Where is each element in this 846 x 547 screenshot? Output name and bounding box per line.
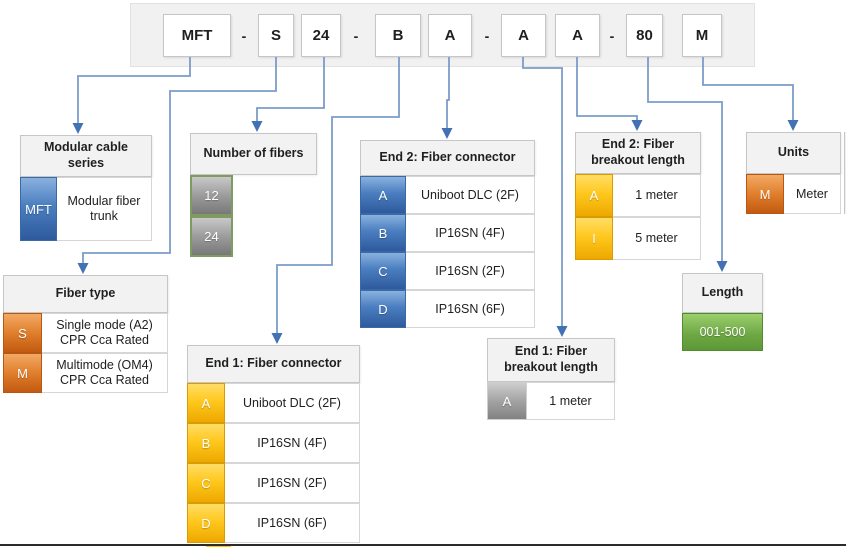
code-cell: D (187, 503, 225, 543)
value-cell: 5 meter (613, 217, 701, 260)
arrowhead (271, 333, 283, 344)
table-row: A Uniboot DLC (2F) (187, 383, 360, 423)
code-cell: C (187, 463, 225, 503)
value-cell: IP16SN (2F) (225, 463, 360, 503)
table-row: M Meter (746, 174, 841, 214)
decoder-box-units: Units M Meter (746, 132, 841, 214)
part-segment-end1-breakout: A (501, 14, 546, 57)
code-cell: B (187, 423, 225, 463)
box-header: Fiber type (3, 275, 168, 313)
part-segment-fiber-type: S (258, 14, 294, 57)
value-cell: Uniboot DLC (2F) (225, 383, 360, 423)
code-cell: A (187, 383, 225, 423)
code-cell: MFT (20, 177, 57, 241)
code-cell: 001-500 (682, 313, 763, 351)
arrowhead (72, 123, 84, 134)
code-cell: 24 (190, 216, 233, 257)
part-segment-end1-connector: B (375, 14, 421, 57)
arrowhead (631, 120, 643, 131)
value-cell: IP16SN (4F) (225, 423, 360, 463)
code-cell: A (487, 382, 527, 420)
table-row: D IP16SN (6F) (360, 290, 535, 328)
arrowhead (787, 120, 799, 131)
code-cell: M (746, 174, 784, 214)
arrowhead (556, 326, 568, 337)
decoder-box-end1-breakout: End 1: Fiber breakout length A 1 meter (487, 338, 615, 420)
arrowhead (251, 121, 263, 132)
table-row: B IP16SN (4F) (187, 423, 360, 463)
code-cell: S (3, 313, 42, 353)
code-cell: I (575, 217, 613, 260)
decoder-box-end2-breakout: End 2: Fiber breakout length A 1 meter I… (575, 132, 701, 260)
value-cell: 1 meter (527, 382, 615, 420)
box-header: Length (682, 273, 763, 313)
arrowhead (716, 261, 728, 272)
table-row: D IP16SN (6F) (187, 503, 360, 543)
cropped-box-edge (844, 132, 846, 214)
part-segment-end2-breakout: A (555, 14, 600, 57)
box-header: End 2: Fiber breakout length (575, 132, 701, 174)
table-row: A 1 meter (487, 382, 615, 420)
part-segment-series: MFT (163, 14, 231, 57)
box-header: End 1: Fiber connector (187, 345, 360, 383)
decoder-box-end1-connector: End 1: Fiber connector A Uniboot DLC (2F… (187, 345, 360, 543)
table-row: M Multimode (OM4) CPR Cca Rated (3, 353, 168, 393)
part-segment-units: M (682, 14, 722, 57)
box-header: Units (746, 132, 841, 174)
value-cell: IP16SN (4F) (406, 214, 535, 252)
table-row: C IP16SN (2F) (187, 463, 360, 503)
code-cell: 12 (190, 175, 233, 216)
box-header: Number of fibers (190, 133, 317, 175)
part-segment-fiber-count: 24 (301, 14, 341, 57)
box-header: End 2: Fiber connector (360, 140, 535, 176)
arrow-a-to-end2-connector (446, 57, 450, 129)
table-row: 001-500 (682, 313, 763, 351)
segment-separator: - (609, 27, 615, 44)
decoder-box-fiber-type: Fiber type S Single mode (A2) CPR Cca Ra… (3, 275, 168, 393)
decoder-box-series: Modular cable series MFT Modular fiber t… (20, 135, 152, 241)
decoder-box-end2-connector: End 2: Fiber connector A Uniboot DLC (2F… (360, 140, 535, 328)
code-cell: D (360, 290, 406, 328)
box-header: Modular cable series (20, 135, 152, 177)
decoder-box-fiber-count: Number of fibers 12 24 (190, 133, 317, 257)
table-row: A 1 meter (575, 174, 701, 217)
value-cell: IP16SN (6F) (406, 290, 535, 328)
table-row: I 5 meter (575, 217, 701, 260)
value-cell: IP16SN (6F) (225, 503, 360, 543)
value-cell: Uniboot DLC (2F) (406, 176, 535, 214)
segment-separator: - (484, 27, 490, 44)
bottom-divider (0, 544, 846, 546)
table-row: 24 (190, 216, 317, 257)
code-cell: A (575, 174, 613, 217)
table-row: MFT Modular fiber trunk (20, 177, 152, 241)
table-row: S Single mode (A2) CPR Cca Rated (3, 313, 168, 353)
code-cell: B (360, 214, 406, 252)
value-cell: IP16SN (2F) (406, 252, 535, 290)
box-header: End 1: Fiber breakout length (487, 338, 615, 382)
arrowhead (441, 128, 453, 139)
arrow-mft-to-series (77, 57, 191, 124)
code-cell: M (3, 353, 42, 393)
table-row: 12 (190, 175, 317, 216)
decoder-box-length: Length 001-500 (682, 273, 763, 351)
table-row: C IP16SN (2F) (360, 252, 535, 290)
table-row: A Uniboot DLC (2F) (360, 176, 535, 214)
table-row: B IP16SN (4F) (360, 214, 535, 252)
value-cell: 1 meter (613, 174, 701, 217)
value-cell: Multimode (OM4) CPR Cca Rated (42, 353, 168, 393)
part-segment-end2-connector: A (428, 14, 472, 57)
code-cell: C (360, 252, 406, 290)
code-cell: A (360, 176, 406, 214)
value-cell: Meter (784, 174, 841, 214)
value-cell: Modular fiber trunk (57, 177, 152, 241)
segment-separator: - (241, 27, 247, 44)
segment-separator: - (353, 27, 359, 44)
value-cell: Single mode (A2) CPR Cca Rated (42, 313, 168, 353)
part-segment-length: 80 (626, 14, 663, 57)
arrowhead (77, 263, 89, 274)
